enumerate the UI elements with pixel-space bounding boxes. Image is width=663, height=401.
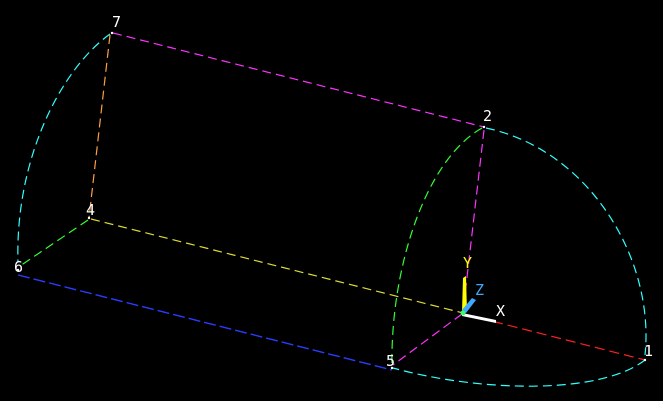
keypoint-7-label: 7: [112, 13, 121, 31]
line-4-origin: [90, 218, 464, 314]
keypoint-5-marker: [390, 366, 394, 370]
triad-y-label: Y: [463, 254, 472, 272]
line-2-origin: [462, 129, 485, 313]
keypoint-4-marker: [87, 216, 91, 220]
arc-7-6: [17, 33, 111, 263]
keypoint-4-label: 4: [86, 201, 95, 219]
keypoint-2-marker: [482, 125, 486, 129]
line-7-4: [88, 34, 111, 219]
triad-z-axis: [462, 298, 476, 313]
keypoint-1-marker: [643, 358, 647, 362]
triad-z-label: Z: [475, 281, 484, 299]
arc-1-5: [392, 359, 646, 387]
keypoint-6-marker: [16, 268, 20, 272]
line-6-5: [17, 274, 393, 371]
keypoint-6-label: 6: [14, 258, 23, 276]
line-4-6: [19, 219, 89, 267]
triad-y-axis: [462, 276, 467, 312]
keypoint-5-label: 5: [386, 352, 395, 370]
line-origin-5: [392, 313, 463, 366]
coordinate-triad: Y Z X: [460, 254, 505, 323]
triad-x-label: X: [496, 302, 505, 320]
keypoint-2-label: 2: [483, 107, 492, 125]
arc-2-5: [391, 127, 483, 369]
keypoint-7-marker: [110, 31, 114, 35]
arc-2-1: [485, 127, 647, 356]
triad-x-axis: [462, 313, 496, 323]
keypoint-1-label: 1: [644, 342, 653, 360]
triad-origin: [460, 310, 466, 316]
line-7-2: [112, 32, 485, 128]
